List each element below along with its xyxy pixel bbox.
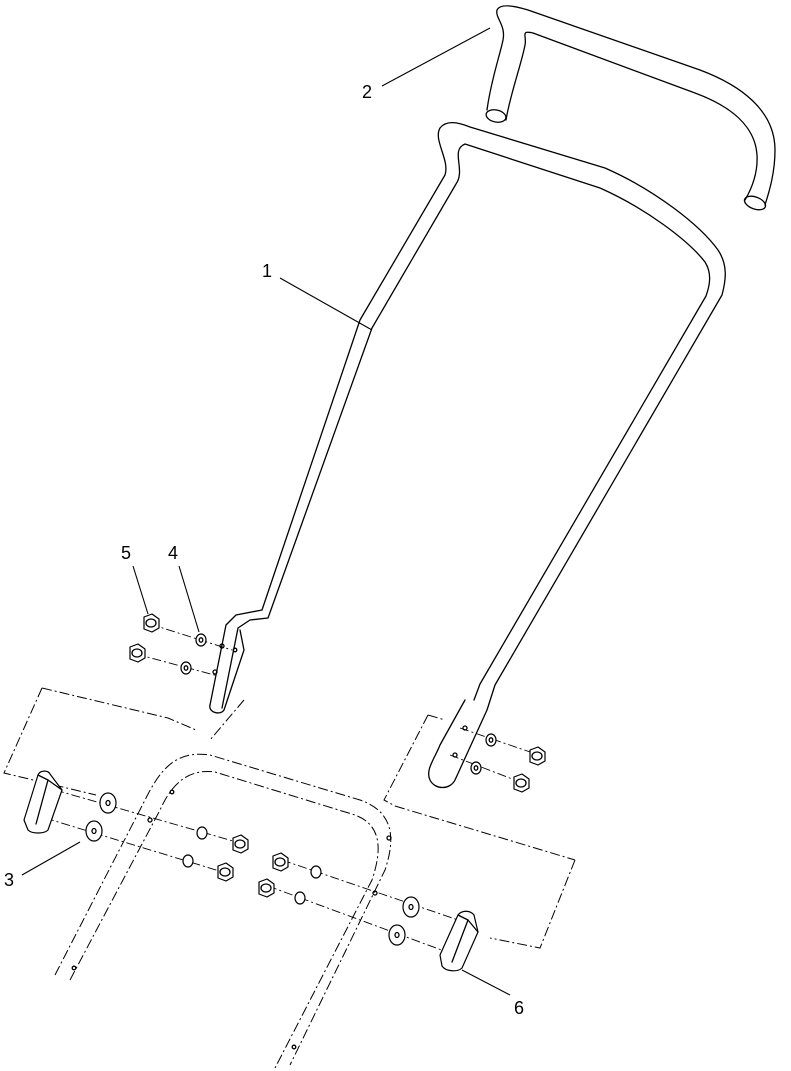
callout-5: 5 <box>121 543 131 563</box>
right-hardware-set <box>470 733 546 793</box>
clamp-knob-part-left <box>23 770 249 882</box>
callout-6: 6 <box>514 998 524 1018</box>
lower-handle-part <box>209 121 726 789</box>
callout-labels: 1 2 3 4 5 6 <box>4 82 524 1018</box>
phantom-outline-left <box>3 687 245 796</box>
callout-4: 4 <box>168 543 178 563</box>
leader-line-6 <box>461 969 511 996</box>
leader-line-4 <box>178 565 200 633</box>
leader-line-5 <box>132 565 149 615</box>
leader-line-3 <box>21 841 81 876</box>
callout-2: 2 <box>362 82 372 102</box>
hardware-axes <box>44 623 537 956</box>
callout-3: 3 <box>4 870 14 890</box>
leader-line-2 <box>381 27 491 87</box>
upper-handle-part <box>485 5 776 211</box>
nut-part <box>129 613 160 663</box>
callout-1: 1 <box>262 261 272 281</box>
washer-part <box>180 633 207 675</box>
phantom-outline-right <box>383 714 576 949</box>
clamp-knob-part-right <box>258 852 479 972</box>
mower-frame-phantom <box>54 753 392 1069</box>
leader-line-1 <box>279 277 373 331</box>
leader-lines <box>21 27 511 996</box>
